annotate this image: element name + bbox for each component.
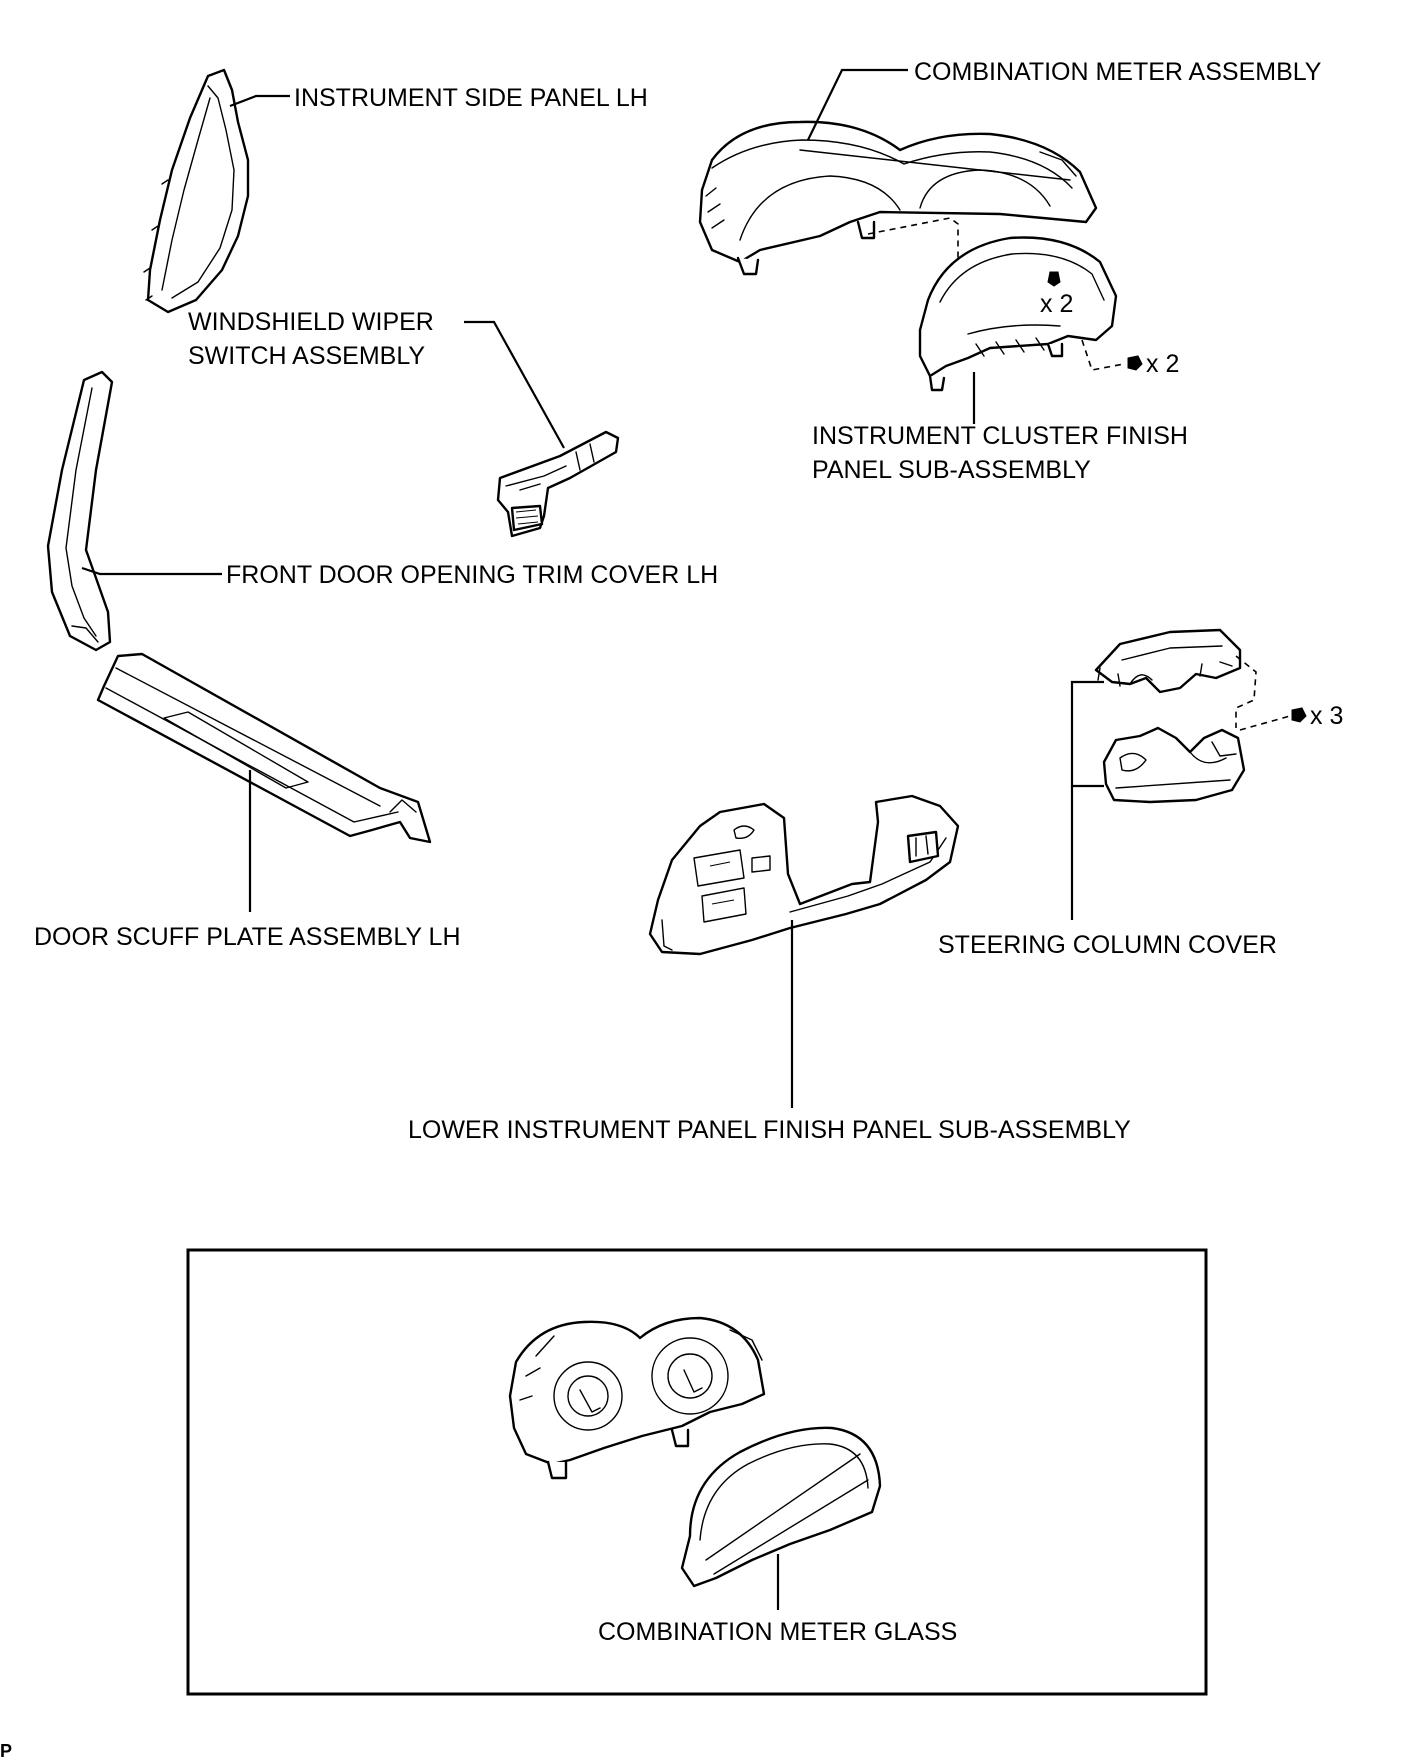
cluster-lower-screw-icon — [1127, 355, 1143, 371]
label-windshield-wiper-line2: SWITCH ASSEMBLY — [188, 342, 425, 370]
steering-cover-screw-icon — [1291, 707, 1307, 723]
leader-instrument-side-panel — [229, 94, 290, 108]
lower-instrument-panel-finish-panel — [648, 794, 960, 956]
dashed-link-steering-covers — [1235, 655, 1257, 728]
instrument-cluster-finish-panel — [918, 236, 1118, 392]
front-door-opening-trim-cover-lh — [46, 370, 114, 652]
label-door-scuff-plate-assembly-lh: DOOR SCUFF PLATE ASSEMBLY LH — [34, 923, 461, 951]
label-instrument-cluster-finish-line2: PANEL SUB-ASSEMBLY — [812, 456, 1091, 484]
dashed-link-steering-screw — [1239, 715, 1291, 731]
instrument-side-panel-lh — [143, 68, 250, 314]
inset-frame — [186, 1248, 1208, 1696]
qty-steering-cover-screws: x 3 — [1310, 702, 1343, 730]
label-instrument-side-panel-lh: INSTRUMENT SIDE PANEL LH — [294, 84, 648, 112]
leader-steering-column-cover — [1070, 680, 1104, 788]
windshield-wiper-switch-assembly — [496, 430, 620, 538]
inset-combination-meter-glass — [680, 1426, 882, 1588]
label-lower-instrument-panel-finish: LOWER INSTRUMENT PANEL FINISH PANEL SUB-… — [408, 1116, 1131, 1144]
label-windshield-wiper-line1: WINDSHIELD WIPER — [188, 308, 434, 336]
label-combination-meter-glass: COMBINATION METER GLASS — [598, 1618, 957, 1646]
steering-column-cover — [1094, 628, 1246, 804]
dashed-link-meter-cluster — [867, 217, 959, 262]
label-front-door-opening-trim-cover-lh: FRONT DOOR OPENING TRIM COVER LH — [226, 561, 718, 589]
label-steering-column-cover: STEERING COLUMN COVER — [938, 931, 1277, 959]
label-instrument-cluster-finish-line1: INSTRUMENT CLUSTER FINISH — [812, 422, 1188, 450]
door-scuff-plate-assembly-lh — [96, 652, 432, 844]
leader-windshield-wiper — [464, 320, 565, 449]
cluster-upper-screw-icon — [1047, 271, 1061, 287]
corner-mark: P — [0, 1741, 12, 1761]
dashed-link-cluster-screw — [1081, 339, 1125, 371]
inset-combination-meter-body — [508, 1316, 766, 1480]
leader-front-door-trim — [81, 566, 222, 576]
qty-cluster-lower-screws: x 2 — [1146, 350, 1179, 378]
qty-cluster-upper-screws: x 2 — [1040, 290, 1073, 318]
leader-combination-meter — [807, 68, 908, 141]
label-combination-meter-assembly: COMBINATION METER ASSEMBLY — [914, 58, 1322, 86]
